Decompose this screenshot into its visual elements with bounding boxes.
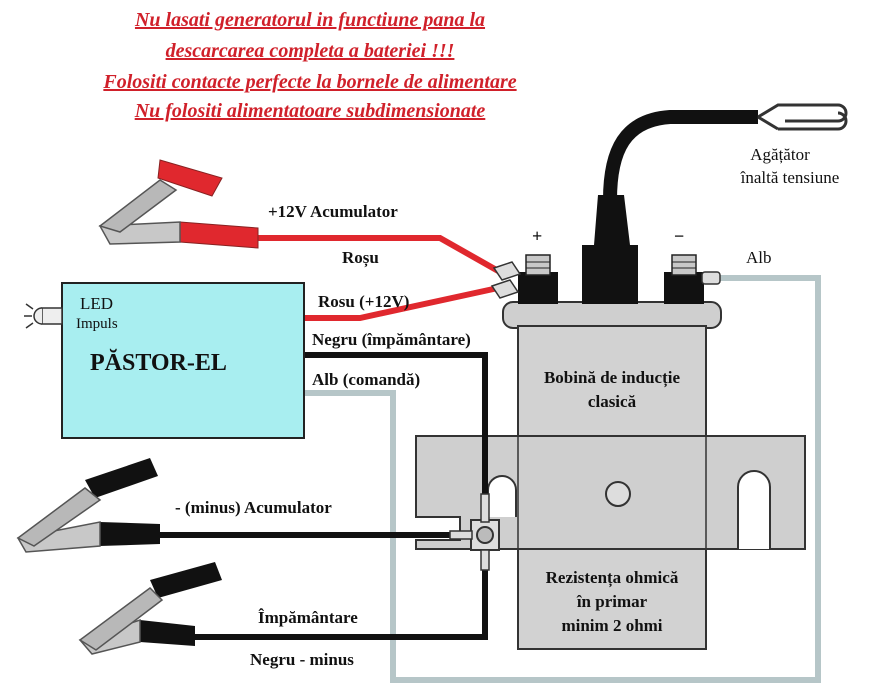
red-label: Roșu — [342, 248, 379, 267]
red-clip — [98, 159, 259, 249]
resistor-body — [517, 548, 707, 650]
junction-bolt — [449, 493, 500, 571]
resistor-label-1: Rezistența ohmică — [545, 568, 679, 587]
device-name: PĂSTOR-EL — [90, 350, 227, 376]
resistor-label-2: în primar — [576, 592, 648, 611]
hv-lead — [603, 110, 758, 201]
black-wire-ground — [305, 352, 488, 530]
plus-label: + — [532, 226, 543, 246]
black-ground-label: Negru (împământare) — [312, 330, 471, 349]
terminal-plus — [518, 254, 558, 304]
hv-tower — [582, 195, 638, 304]
black-wire-earth — [190, 560, 488, 640]
ground-label: Împământare — [258, 608, 358, 627]
warning-line-1: Nu lasati generatorul in functiune pana … — [134, 9, 486, 31]
bracket-slot-right — [737, 470, 771, 549]
coil-body — [517, 325, 707, 437]
device-box — [61, 282, 305, 439]
led-label: LED — [80, 294, 114, 313]
bracket-slot-left — [487, 475, 517, 517]
coil-label-2: clasică — [587, 392, 637, 411]
white-wire — [305, 275, 821, 683]
warning-line-2: descarcarea completa a bateriei !!! — [165, 40, 455, 62]
warning-line-3: Folositi contacte perfecte la bornele de… — [103, 71, 517, 93]
led-icon — [24, 303, 63, 329]
white-label: Alb — [746, 248, 772, 267]
terminal-minus — [664, 254, 704, 304]
coil-cap — [502, 301, 722, 329]
black-clip-battery — [16, 458, 160, 553]
hv-hook — [757, 103, 848, 131]
impulse-label: Impuls — [76, 316, 118, 332]
bracket-hole — [605, 481, 631, 507]
warning-line-4: Nu folositi alimentatoare subdimensionat… — [134, 100, 486, 122]
white-command-label: Alb (comandă) — [312, 370, 421, 389]
red-wire-device — [305, 285, 499, 321]
red-12v-label: Rosu (+12V) — [318, 292, 410, 311]
resistor-label-3: minim 2 ohmi — [561, 616, 663, 635]
hv-hook-label-2: înaltă tensiune — [740, 168, 840, 187]
minus-lug — [701, 271, 721, 285]
hv-hook-label-1: Agățător — [750, 145, 810, 164]
red-lug-1 — [492, 261, 522, 281]
battery-minus-label: - (minus) Acumulator — [175, 498, 332, 517]
minus-label: − — [674, 226, 685, 246]
coil-label-1: Bobină de inducție — [543, 368, 681, 387]
red-wire-battery — [255, 235, 502, 275]
red-lug-2 — [490, 279, 520, 299]
battery-plus-label: +12V Acumulator — [268, 202, 398, 221]
black-minus-label: Negru - minus — [250, 650, 354, 669]
black-clip-ground — [78, 562, 222, 655]
